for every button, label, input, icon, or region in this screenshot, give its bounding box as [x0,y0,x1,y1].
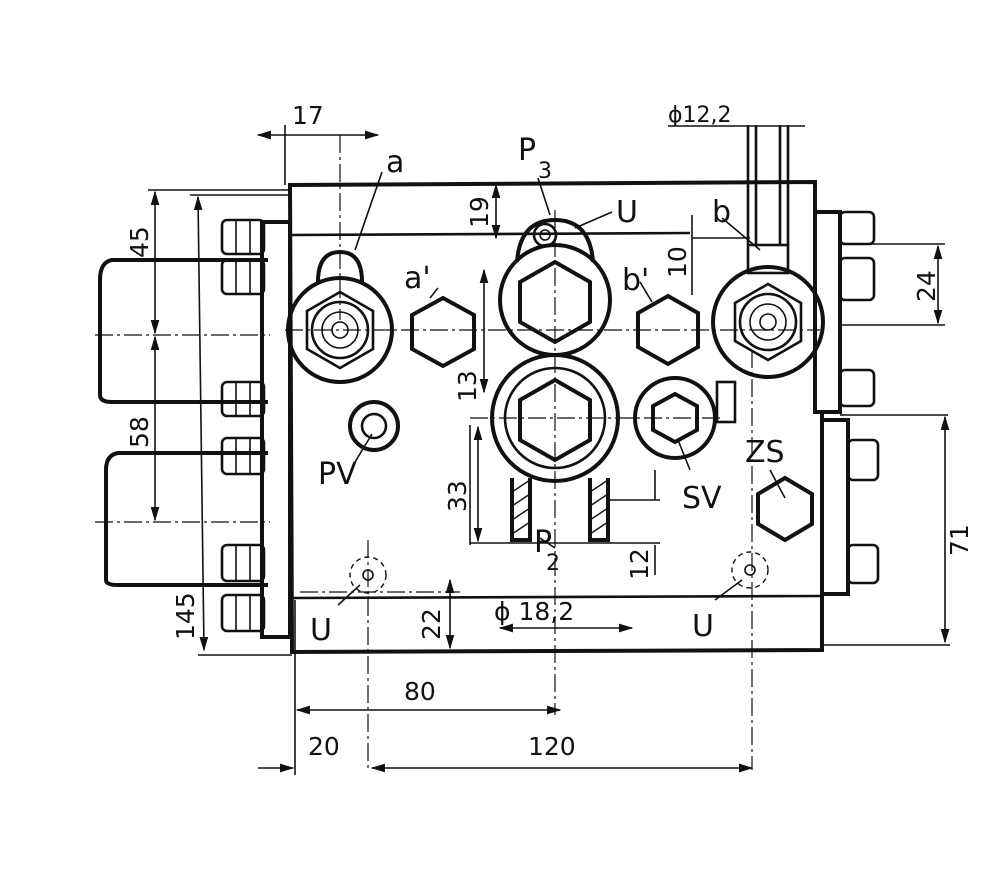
dimension-values: 17 45 58 145 19 10 24 13 33 12 22 71 ϕ 1… [125,101,974,761]
dim-19: 19 [465,196,494,228]
label-p2: P [534,525,552,560]
label-sv: SV [682,481,722,516]
right-lower-plate [822,418,850,596]
dim-22: 22 [417,608,446,640]
left-bolt-heads [220,218,266,633]
dimension-lines [148,125,950,775]
plug-zs [756,475,814,543]
upper-cylinder [98,258,268,404]
label-a-prime: a' [404,261,431,296]
label-a: a [386,145,404,180]
dim-80: 80 [404,677,436,706]
dim-13: 13 [453,370,482,402]
dim-phi-12-2: ϕ12,2 [668,103,732,128]
dim-58: 58 [125,416,154,448]
label-u-left: U [310,613,332,648]
right-upper-plate [815,210,842,414]
label-u-top: U [616,195,638,230]
part-labels: a a' P 3 U b b' PV SV ZS P 2 U U [310,133,785,648]
port-b [711,125,825,379]
dim-10: 10 [663,246,692,278]
dim-33: 33 [443,480,472,512]
dim-24: 24 [912,270,941,302]
label-p3-subscript: 3 [538,159,552,184]
dim-71: 71 [945,524,974,556]
label-b-prime: b' [622,263,649,298]
dim-145: 145 [171,592,200,640]
label-p3: P [518,133,536,168]
label-p2-subscript: 2 [546,551,560,576]
top-section-line [289,231,691,237]
pressure-valve-pv [348,400,400,452]
bottom-section-line [291,594,823,600]
port-a-prime [410,295,476,369]
label-pv: PV [318,457,357,492]
dim-45: 45 [125,226,154,258]
dim-20: 20 [308,732,340,761]
right-bolt-heads [838,210,880,585]
dim-120: 120 [528,732,576,761]
dim-phi-18-2: ϕ 18,2 [494,597,574,626]
label-u-right: U [692,609,714,644]
dim-17: 17 [292,101,324,130]
left-flange-plate [260,220,292,639]
leader-lines [337,171,786,606]
lower-cylinder [104,451,268,587]
label-b: b [712,195,731,230]
dim-12: 12 [625,548,654,580]
port-b-prime [636,293,700,367]
label-zs: ZS [745,435,785,470]
